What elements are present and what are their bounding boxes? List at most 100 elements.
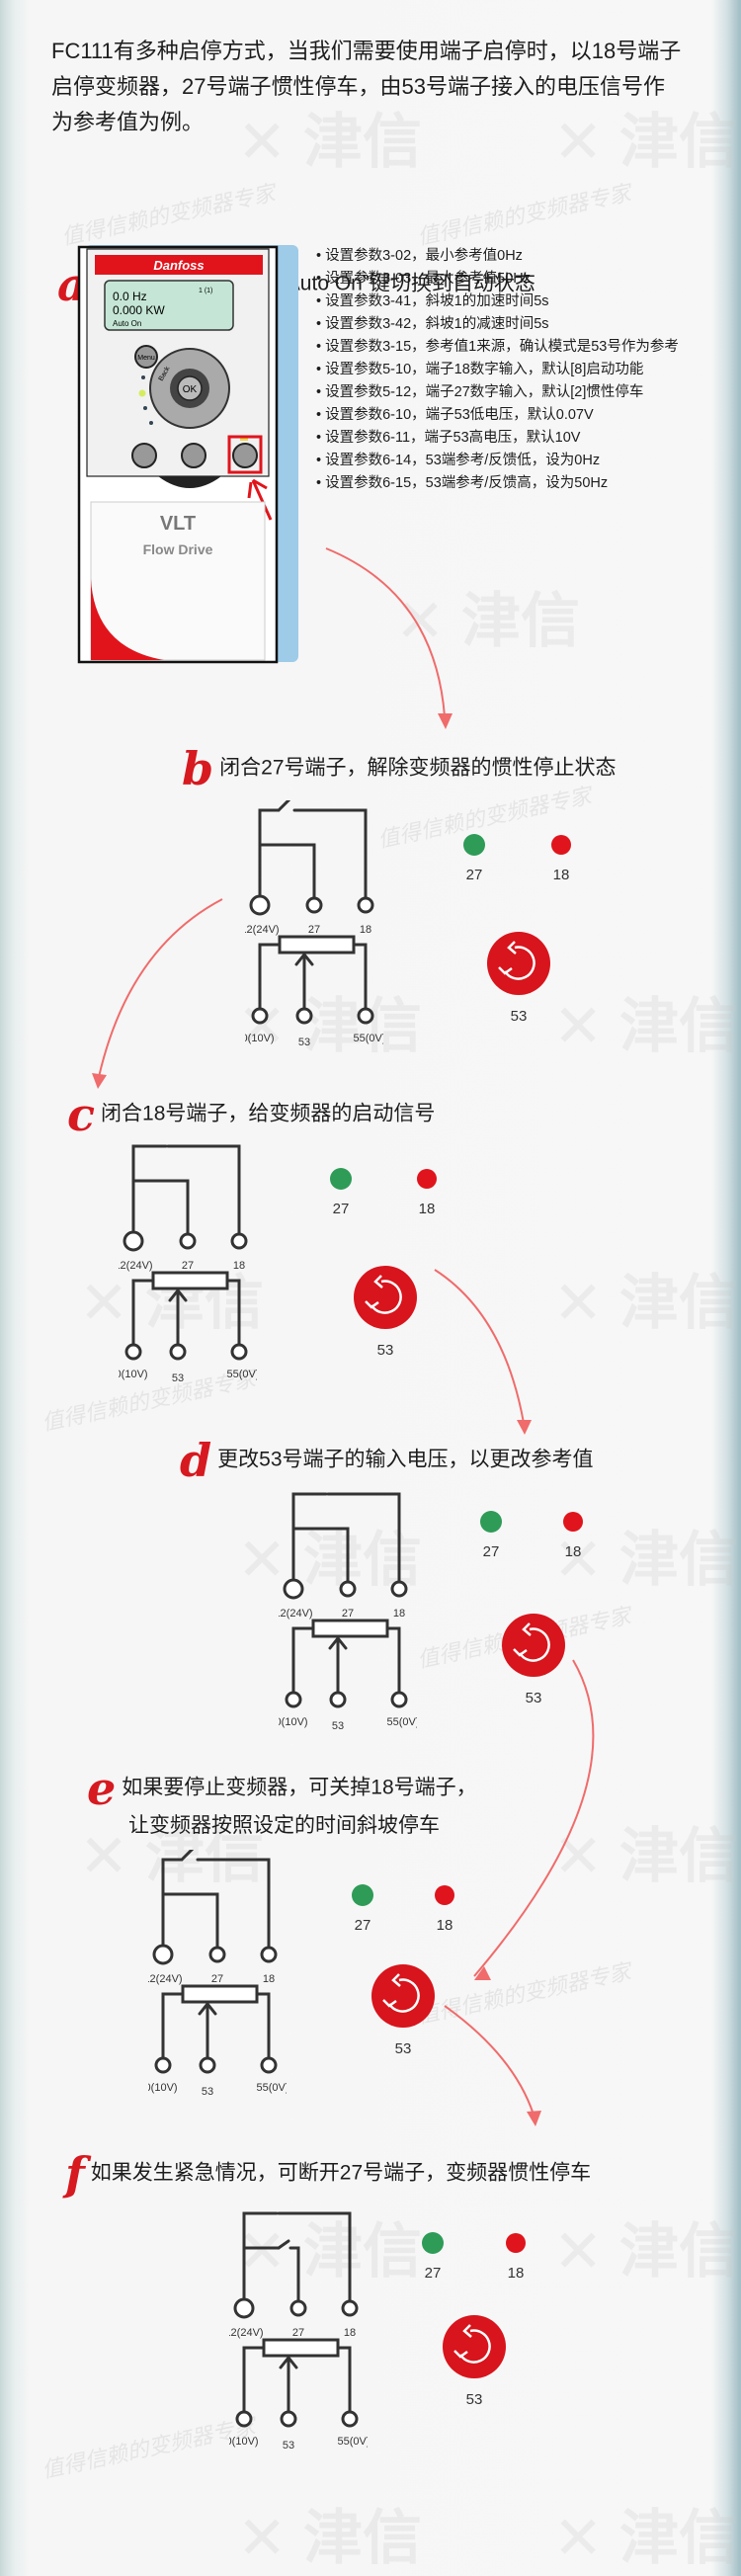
terminal-label: 53 [298,1037,310,1047]
led-18-indicator [506,2233,526,2253]
param-item: 设置参数5-12，端子27数字输入，默认[2]惯性停车 [316,381,679,404]
flow-arrow-d-e [473,1659,595,1977]
potentiometer-knob-53[interactable] [502,1614,565,1677]
terminal-label: 12(24V) [148,1973,183,1985]
potentiometer-knob-53[interactable] [487,932,550,995]
terminal-18 [260,1946,278,1963]
terminal-label: 55(0V) [256,2082,287,2094]
terminal-label: 50(10V) [148,2082,178,2094]
auto-on-button[interactable] [232,443,258,468]
potentiometer [151,1271,229,1290]
led-18-indicator [417,1169,437,1189]
knob-53-label: 53 [377,1342,394,1359]
terminal-50 [251,1007,269,1025]
param-item: 设置参数6-15，53端参考/反馈高，设为50Hz [316,472,679,495]
terminal-label: 27 [211,1973,223,1985]
section-c-title: 闭合18号端子，给变频器的启动信号 [101,1102,436,1125]
led-27-indicator [463,834,485,856]
terminal-12 [233,2297,255,2319]
terminal-label: 18 [263,1973,275,1985]
terminal-55 [230,1343,248,1361]
step-letter-c: c [67,1088,96,1141]
switch-18[interactable] [277,800,291,812]
menu-button[interactable] [134,345,158,369]
terminal-55 [260,2056,278,2074]
section-b-title: 闭合27号端子，解除变频器的惯性停止状态 [219,756,617,780]
param-item: 设置参数5-10，端子18数字输入，默认[8]启动功能 [316,359,679,381]
potentiometer-knob-53[interactable] [371,1964,435,2028]
led-27-indicator [422,2232,444,2254]
switch-18[interactable] [180,1850,195,1862]
terminal-label: 18 [344,2327,356,2339]
terminal-12 [249,894,271,916]
terminal-27 [208,1946,226,1963]
led-18-label: 18 [419,1201,436,1217]
param-item: 设置参数3-41，斜坡1的加速时间5s [316,291,679,313]
terminal-53 [169,1343,187,1361]
led-18-label: 18 [565,1543,582,1560]
led-18-indicator [435,1885,454,1905]
switch-27[interactable] [277,2239,290,2250]
potentiometer-knob-53[interactable] [443,2315,506,2378]
pointer-arrow-icon [247,478,273,521]
terminal-18 [230,1232,248,1250]
step-letter-b: b [182,742,214,795]
lcd-frequency: 0.0 Hz [113,290,147,303]
hand-on-button[interactable] [131,443,157,468]
led-27-label: 27 [333,1201,350,1217]
terminal-53 [280,2410,297,2428]
menu-label: Menu [137,355,155,362]
terminal-27 [305,896,323,914]
section-e-title-line1: 如果要停止变频器，可关掉18号端子， [122,1776,477,1799]
param-item: 设置参数3-42，斜坡1的减速时间5s [316,313,679,336]
terminal-label: 27 [182,1260,194,1272]
rotate-clockwise-icon [458,2329,491,2364]
indicators-c: 27 18 53 [330,1168,437,1359]
terminal-18 [357,896,374,914]
led-27-indicator [480,1511,502,1533]
terminal-label: 53 [172,1372,184,1383]
potentiometer [262,2338,340,2358]
knob-53-label: 53 [526,1690,542,1706]
led-27-label: 27 [425,2265,442,2282]
terminal-12 [152,1944,174,1965]
potentiometer-knob-53[interactable] [354,1266,417,1329]
terminal-label: 27 [308,924,320,936]
terminal-18 [341,2299,359,2317]
terminal-50 [124,1343,142,1361]
off-button[interactable] [181,443,206,468]
danfoss-logo: Danfoss [153,258,204,273]
indicators-d: 27 18 53 [480,1511,583,1706]
param-item: 设置参数3-03，最大参考值50Hz [316,268,679,291]
ok-label: OK [183,384,198,395]
terminal-label: 12(24V) [245,924,280,936]
terminal-12 [123,1230,144,1252]
terminal-53 [329,1691,347,1708]
section-d-title: 更改53号端子的输入电压，以更改参考值 [217,1448,594,1471]
terminal-label: 12(24V) [229,2327,264,2339]
knob-53-label: 53 [466,2391,483,2408]
ok-button[interactable] [177,375,203,401]
param-item: 设置参数3-02，最小参考值0Hz [316,245,679,268]
led-18-indicator [551,835,571,855]
lcd-power: 0.000 KW [113,303,165,317]
terminal-label: 55(0V) [353,1033,383,1044]
lcd-status: 1 (1) [199,288,212,294]
lcd-mode: Auto On [113,319,141,328]
led-27-label: 27 [483,1543,500,1560]
flow-arrow-b-c [98,898,223,1078]
terminal-53 [199,2056,216,2074]
terminal-55 [357,1007,374,1025]
step-letter-e: e [87,1762,117,1815]
led-27-indicator [352,1884,373,1906]
